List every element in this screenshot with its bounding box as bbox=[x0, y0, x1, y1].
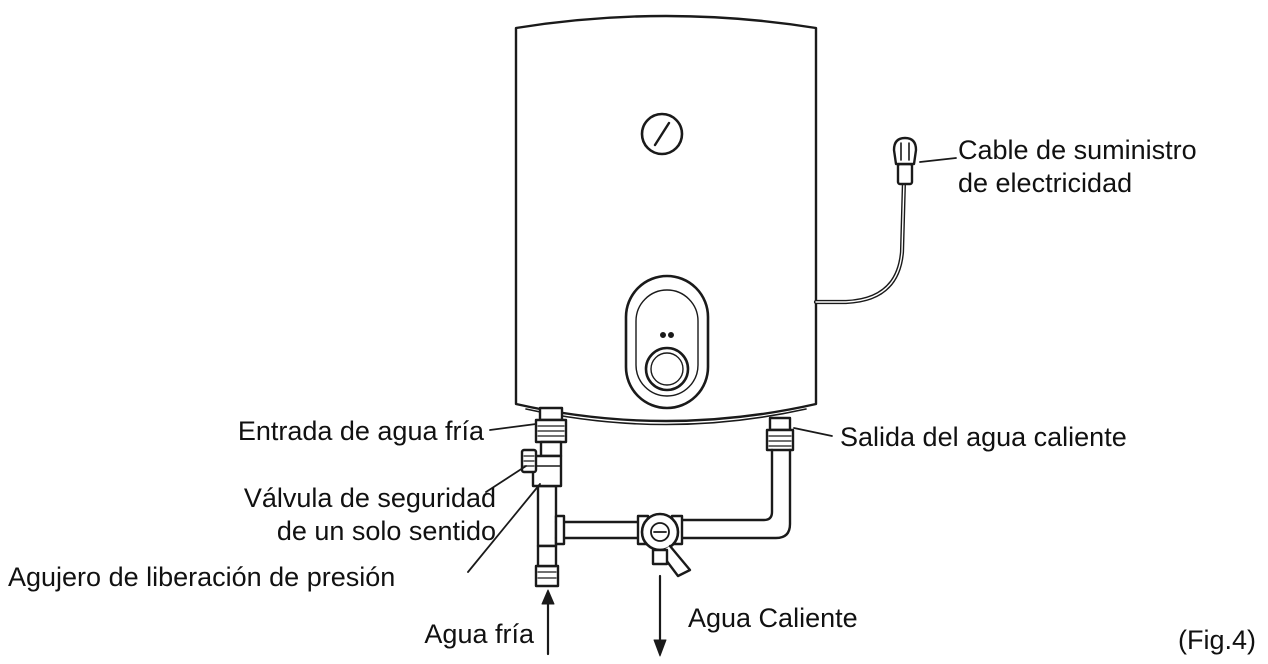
label-cold-water: Agua fría bbox=[424, 619, 534, 649]
leader-safety-valve bbox=[485, 465, 527, 493]
power-plug-icon bbox=[892, 136, 918, 186]
thermostat-knob-icon bbox=[644, 346, 690, 392]
label-power-cable-line2: de electricidad bbox=[958, 168, 1133, 198]
control-panel bbox=[624, 274, 710, 410]
label-hot-outlet: Salida del agua caliente bbox=[840, 422, 1127, 452]
label-power-cable-line1: Cable de suministro bbox=[958, 135, 1197, 165]
thermometer-gauge-icon bbox=[640, 112, 684, 156]
heater-tank bbox=[514, 14, 818, 426]
label-cold-inlet: Entrada de agua fría bbox=[237, 416, 484, 446]
leader-lines bbox=[467, 157, 957, 573]
label-power-cable: Cable de suministro de electricidad bbox=[958, 134, 1197, 200]
leader-pressure-hole bbox=[467, 483, 541, 573]
label-hot-water: Agua Caliente bbox=[688, 603, 858, 633]
cold-water-arrow-icon bbox=[541, 589, 555, 656]
safety-valve bbox=[520, 448, 563, 568]
leader-hot-outlet bbox=[793, 427, 833, 437]
label-pressure-hole: Agujero de liberación de presión bbox=[8, 562, 396, 592]
label-safety-valve-line2: de un solo sentido bbox=[276, 516, 496, 546]
leader-cold-inlet bbox=[489, 423, 537, 431]
label-safety-valve: Válvula de seguridad de un solo sentido bbox=[244, 482, 496, 548]
label-safety-valve-line1: Válvula de seguridad bbox=[243, 483, 496, 513]
leader-power-cable bbox=[919, 157, 957, 163]
mixing-valve-icon bbox=[640, 512, 692, 578]
power-cable bbox=[813, 177, 907, 305]
hot-water-arrow-icon bbox=[653, 574, 667, 657]
figure-number: (Fig.4) bbox=[1178, 625, 1257, 655]
hot-water-outlet-pipe bbox=[670, 416, 795, 540]
